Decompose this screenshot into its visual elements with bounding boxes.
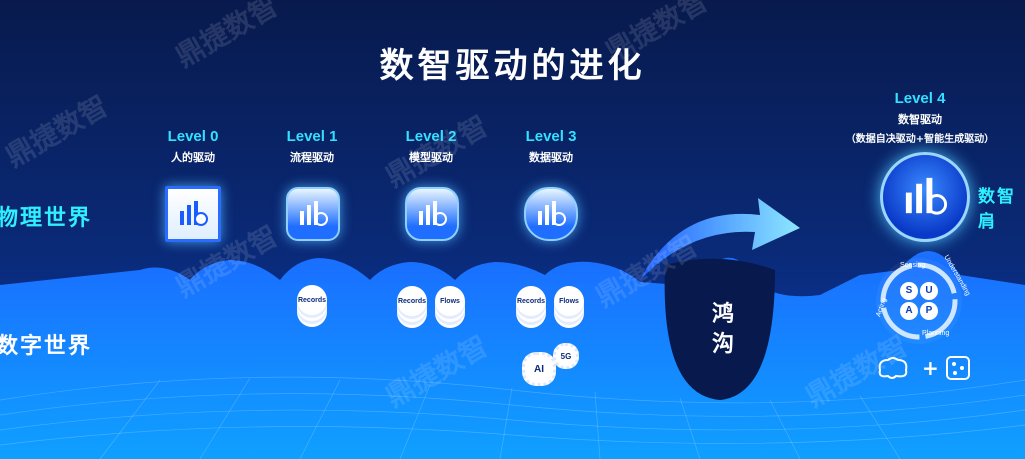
suap-u: U [920, 282, 938, 300]
evolution-arrow [640, 198, 800, 280]
level-subtitle: 数智驱动 [898, 113, 942, 126]
5g-gear-icon: 5G [553, 343, 579, 369]
suap-sensing: Sensing [900, 262, 926, 269]
level-subtitle: 数据驱动 [529, 151, 573, 164]
level-name: Level 2 [405, 128, 457, 145]
level-name: Level 1 [286, 128, 338, 145]
page-title: 数智驱动的进化 [379, 46, 646, 86]
brain-icon [876, 356, 910, 384]
level-subtitle: 流程驱动 [290, 151, 334, 164]
chasm-char-1: 鸿 [711, 302, 734, 327]
chasm-char-2: 沟 [711, 332, 734, 357]
data-chart-icon [165, 186, 221, 242]
data-chart-icon [286, 187, 340, 241]
data-intelligence-icon [880, 152, 970, 242]
neural-chip-icon [944, 354, 972, 386]
level-name: Level 0 [167, 128, 219, 145]
records-stack: Records [516, 286, 546, 316]
level-detail: （数据自决驱动+智能生成驱动） [845, 134, 995, 145]
flows-stack: Flows [435, 286, 465, 316]
suap-p: P [920, 302, 938, 320]
data-chart-icon [524, 187, 578, 241]
suap-cycle: S U A P Sensing Understanding Planning A… [875, 254, 971, 344]
plus-sign: + [922, 356, 939, 380]
level-subtitle: 人的驱动 [171, 151, 215, 164]
digital-grid [0, 376, 1025, 459]
suap-s: S [900, 282, 918, 300]
level-name: Level 4 [894, 90, 946, 107]
level-1-header: Level 1 流程驱动 [257, 128, 367, 165]
ai-gear-icon: AI [522, 352, 556, 386]
physical-world-label: 物理世界 [0, 206, 93, 231]
records-stack: Records [297, 285, 327, 315]
suap-planning: Planning [922, 330, 950, 337]
level-subtitle: 模型驱动 [409, 151, 453, 164]
level-2-header: Level 2 模型驱动 [376, 128, 486, 165]
level-4-side-label: 数智肩 [978, 187, 1016, 232]
flows-stack: Flows [554, 286, 584, 316]
level-0-header: Level 0 人的驱动 [138, 128, 248, 165]
level-3-header: Level 3 数据驱动 [496, 128, 606, 165]
level-name: Level 3 [525, 128, 577, 145]
chasm-shape [664, 258, 775, 400]
chasm-label: 鸿 沟 [703, 300, 743, 360]
level-4-header: Level 4 数智驱动 （数据自决驱动+智能生成驱动） [820, 90, 1020, 145]
data-chart-icon [405, 187, 459, 241]
digital-world-label: 数字世界 [0, 334, 93, 359]
records-stack: Records [397, 286, 427, 316]
suap-a: A [900, 302, 918, 320]
